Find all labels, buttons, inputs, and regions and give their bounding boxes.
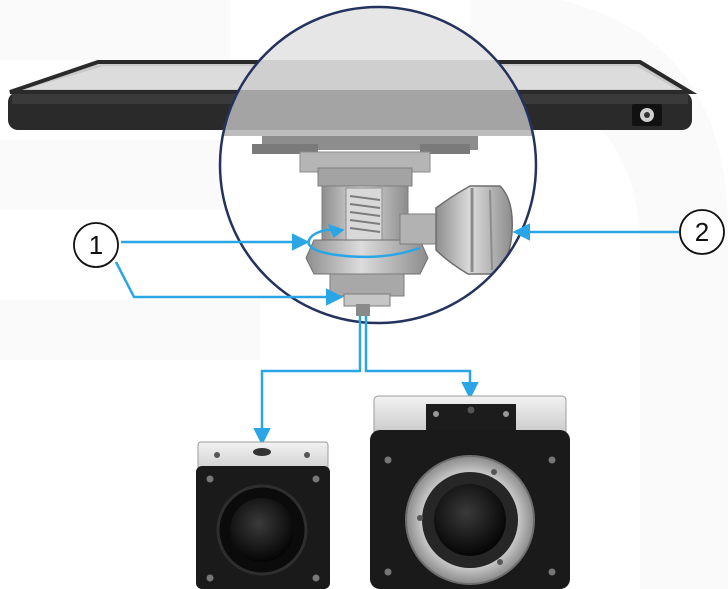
thumb-screw-icon	[399, 185, 513, 275]
mount-bracket	[252, 136, 478, 316]
camera-small	[196, 441, 330, 589]
callout-1-number: 1	[89, 230, 103, 260]
callout-2-number: 2	[695, 217, 709, 247]
camera-connector-arrows	[253, 316, 479, 446]
callout-2: 2	[679, 209, 725, 255]
power-jack-icon	[632, 104, 662, 126]
callout-1-connectors	[114, 233, 344, 306]
camera-large	[370, 395, 570, 589]
callout-1: 1	[73, 222, 119, 268]
rotation-arrow-icon	[307, 223, 421, 259]
